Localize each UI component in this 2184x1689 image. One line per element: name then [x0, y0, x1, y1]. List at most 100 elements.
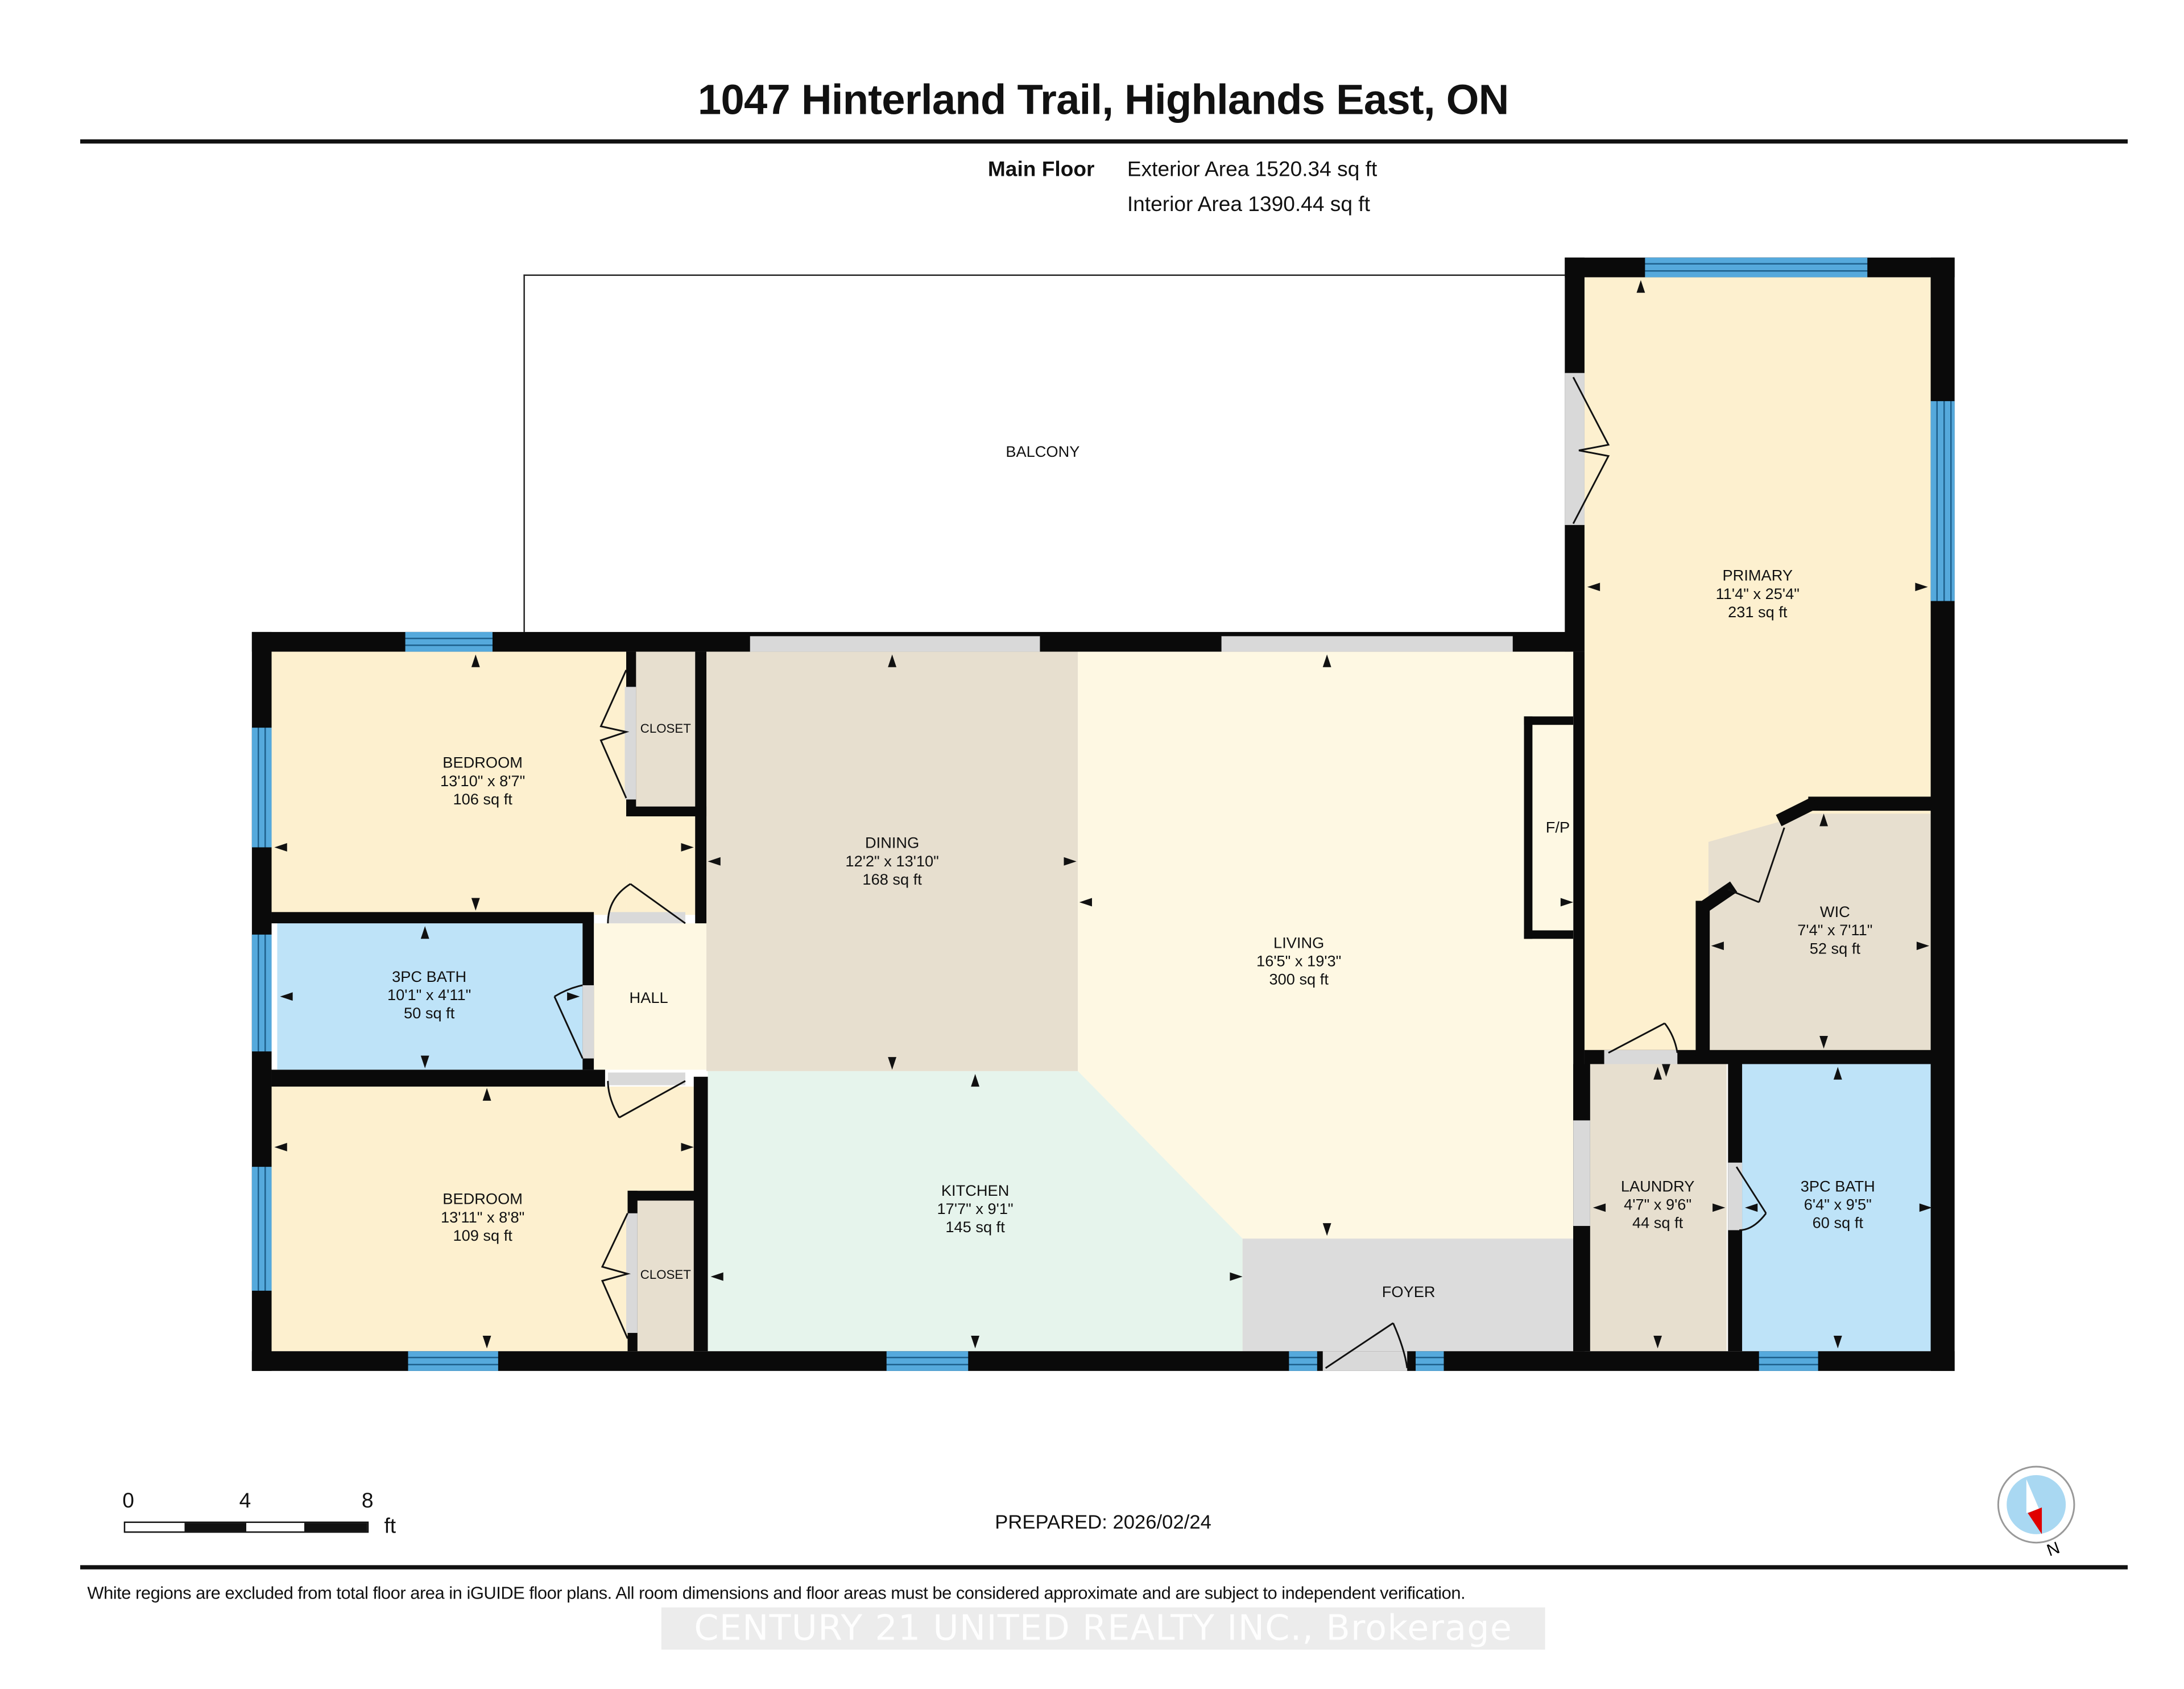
dimension-arrow-icon	[482, 1088, 491, 1101]
room-area: 109 sq ft	[453, 1228, 512, 1245]
room-area: 60 sq ft	[1812, 1215, 1863, 1233]
dimension-arrow-icon	[1819, 1036, 1828, 1049]
dimension-arrow-icon	[1819, 813, 1828, 827]
wall-bed2-kitchen	[693, 1076, 708, 1352]
wall-closet2-north	[627, 1191, 705, 1201]
room-name: HALL	[629, 990, 668, 1007]
dimension-arrow-icon	[420, 1055, 429, 1068]
room-closet-1	[636, 651, 696, 807]
room-name: KITCHEN	[941, 1183, 1010, 1200]
label-dining: DINING 12'2" x 13'10" 168 sq ft	[845, 835, 938, 890]
room-dims: 11'4" x 25'4"	[1715, 586, 1800, 604]
window	[251, 728, 272, 848]
label-kitchen: KITCHEN 17'7" x 9'1" 145 sq ft	[937, 1183, 1014, 1238]
dimension-arrow-icon	[971, 1073, 980, 1087]
floor-name: Main Floor	[987, 158, 1095, 182]
door-bed2[interactable]	[607, 1072, 685, 1085]
label-fireplace: F/P	[1546, 820, 1570, 838]
room-wic	[1708, 813, 1931, 1050]
dimension-arrow-icon	[681, 1143, 694, 1151]
door-primary-balcony[interactable]	[1565, 373, 1585, 525]
room-bedroom-1	[271, 651, 627, 915]
door-closet1[interactable]	[624, 687, 636, 800]
wall-bath-bed2	[271, 1069, 605, 1087]
dimension-arrow-icon	[888, 654, 897, 667]
door-bath1[interactable]	[582, 985, 594, 1059]
door-bed1[interactable]	[607, 912, 685, 924]
door-bath2[interactable]	[1728, 1162, 1743, 1230]
label-living: LIVING 16'5" x 19'3" 300 sq ft	[1256, 935, 1341, 990]
dimension-arrow-icon	[567, 992, 580, 1001]
dimension-arrow-icon	[1653, 1336, 1662, 1349]
wall-closet1-south	[626, 806, 707, 817]
window	[251, 1167, 272, 1291]
room-area: 231 sq ft	[1728, 604, 1788, 622]
dimension-arrow-icon	[1322, 1223, 1331, 1236]
scale-tick-8: 8	[361, 1489, 374, 1513]
room-name: 3PC BATH	[1800, 1179, 1875, 1196]
sliding-door-living[interactable]	[1221, 636, 1513, 652]
door-laundry-living[interactable]	[1573, 1120, 1590, 1227]
dimension-arrow-icon	[1653, 1067, 1662, 1080]
room-dims: 6'4" x 9'5"	[1804, 1197, 1872, 1214]
header-divider	[80, 139, 2128, 144]
room-bath-2	[1742, 1064, 1934, 1352]
dimension-arrow-icon	[1064, 857, 1077, 866]
window	[1289, 1351, 1317, 1371]
wall-bed1-bath	[271, 912, 594, 924]
scale-bar	[123, 1521, 369, 1533]
room-dims: 13'11" x 8'8"	[441, 1209, 525, 1227]
room-name: FOYER	[1381, 1284, 1436, 1302]
brokerage-watermark: CENTURY 21 UNITED REALTY INC., Brokerage	[661, 1607, 1545, 1650]
dimension-arrow-icon	[708, 857, 721, 866]
label-bath-2: 3PC BATH 6'4" x 9'5" 60 sq ft	[1801, 1179, 1875, 1233]
dimension-arrow-icon	[1833, 1067, 1842, 1080]
window	[1759, 1351, 1818, 1371]
room-bedroom-1-nook	[626, 809, 697, 915]
svg-text:N: N	[2044, 1538, 2062, 1560]
dimension-arrow-icon	[1711, 941, 1724, 951]
wall-bed1-dining	[695, 651, 707, 924]
window	[251, 934, 272, 1052]
door-laundry[interactable]	[1604, 1050, 1678, 1064]
dimension-arrow-icon	[1079, 898, 1092, 907]
disclaimer-text: White regions are excluded from total fl…	[87, 1583, 1466, 1604]
label-bedroom-1: BEDROOM 13'10" x 8'7" 106 sq ft	[440, 755, 525, 810]
wall-wic-west	[1695, 901, 1710, 1056]
wall-wic-north	[1808, 796, 1935, 811]
room-area: 50 sq ft	[403, 1005, 455, 1023]
window	[1416, 1351, 1444, 1371]
room-name: LAUNDRY	[1620, 1179, 1695, 1196]
dimension-arrow-icon	[274, 1143, 287, 1151]
scale-tick-0: 0	[122, 1489, 134, 1513]
room-balcony	[523, 274, 1565, 632]
dimension-arrow-icon	[1587, 583, 1600, 592]
room-area: 168 sq ft	[862, 872, 922, 889]
room-area: 106 sq ft	[453, 791, 512, 809]
door-closet2[interactable]	[626, 1213, 638, 1333]
room-name: BEDROOM	[442, 755, 523, 773]
room-area: 52 sq ft	[1809, 941, 1860, 958]
room-area: 44 sq ft	[1632, 1215, 1684, 1233]
front-door[interactable]	[1322, 1351, 1408, 1371]
dimension-arrow-icon	[1230, 1272, 1243, 1281]
room-living	[1078, 651, 1574, 1352]
window	[1645, 257, 1868, 278]
room-laundry	[1590, 1064, 1727, 1352]
wall-south	[251, 1351, 1955, 1371]
room-dims: 10'1" x 4'11"	[387, 987, 471, 1005]
label-wic: WIC 7'4" x 7'11" 52 sq ft	[1797, 905, 1872, 959]
label-bath-1: 3PC BATH 10'1" x 4'11" 50 sq ft	[387, 969, 471, 1023]
room-name: F/P	[1545, 820, 1570, 837]
room-name: 3PC BATH	[392, 969, 467, 986]
property-address-title: 1047 Hinterland Trail, Highlands East, O…	[697, 77, 1509, 124]
dimension-arrow-icon	[1833, 1336, 1842, 1349]
window	[886, 1351, 969, 1371]
dimension-arrow-icon	[1322, 654, 1331, 667]
room-dims: 12'2" x 13'10"	[845, 853, 939, 871]
dimension-arrow-icon	[1919, 1203, 1933, 1212]
dimension-arrow-icon	[280, 992, 293, 1001]
sliding-door-dining[interactable]	[750, 636, 1040, 652]
room-name: PRIMARY	[1722, 568, 1793, 585]
